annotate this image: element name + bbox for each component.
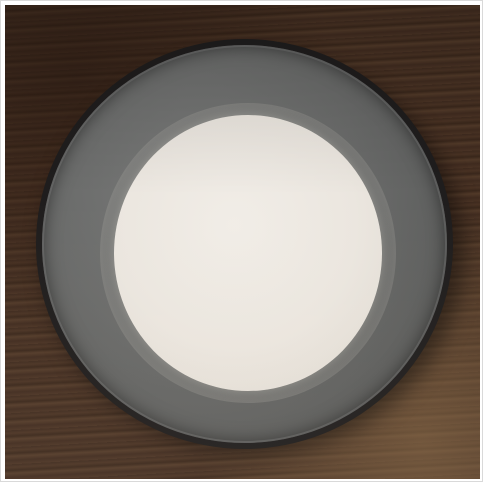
photo xyxy=(5,5,480,479)
white-powder xyxy=(114,115,382,391)
